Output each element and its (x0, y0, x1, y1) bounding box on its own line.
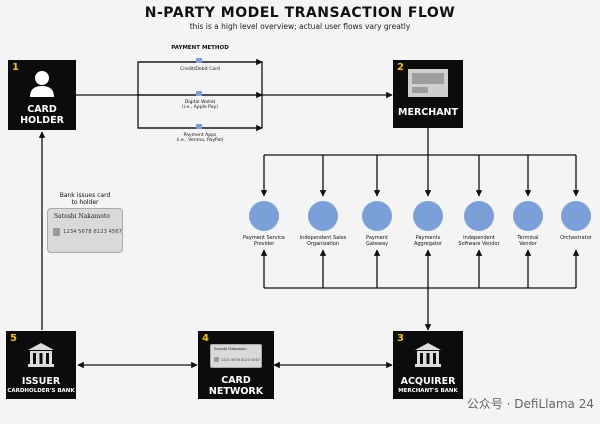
bank-building-icon (415, 343, 441, 367)
network-label-line1: CARD (221, 375, 251, 386)
acquirer-label: ACQUIRER (400, 376, 456, 387)
issuer-label: ISSUER (21, 376, 61, 387)
intermediary-label-line2: Aggregator (413, 241, 443, 247)
cardholder-box: 1 CARD HOLDER (8, 60, 76, 130)
payment-option-apps: Payment Apps (183, 133, 217, 138)
bank-issues-note-line2: to holder (71, 199, 99, 206)
apps-method-marker (196, 124, 202, 129)
watermark: 公众号 · DefiLlama 24 (466, 397, 594, 411)
wallet-method-marker (196, 91, 202, 96)
intermediary-label-line2: Software Vendor (458, 241, 500, 247)
cardholder-label-line2: HOLDER (20, 115, 64, 126)
intermediary-label-line1: Independent Sales (299, 235, 347, 241)
card-network-box: 4 Satoshi Nakamoto 1234 5678 8123 4567 C… (198, 331, 274, 399)
diagram-subtitle: this is a high level overview; actual us… (189, 22, 411, 31)
merchant-label: MERCHANT (398, 107, 458, 118)
person-icon (30, 71, 54, 97)
intermediary-label-line2: Provider (253, 241, 275, 247)
step-number: 4 (202, 333, 209, 344)
intermediary-drop-arrows (260, 155, 580, 197)
intermediary-label-line1: Payments (415, 235, 441, 241)
step-number: 2 (397, 62, 404, 73)
network-label-line2: NETWORK (208, 386, 264, 397)
chip-icon (53, 228, 60, 236)
intermediary-label-line1: Independent (463, 235, 495, 241)
card-number: 1234 5678 8123 4567 (63, 229, 122, 235)
intermediary-label-line2: Vendor (519, 241, 537, 247)
card-holder-name: Satoshi Nakamoto (54, 213, 110, 220)
mini-card-graphic: Satoshi Nakamoto 1234 5678 8123 4567 (210, 344, 262, 368)
bank-issues-note-line1: Bank issues card (59, 192, 111, 199)
payment-option-wallet-example: (i.e., Apple Pay) (181, 105, 219, 110)
intermediary-label-line1: Payment (366, 235, 388, 241)
step-number: 1 (12, 62, 19, 73)
bank-building-icon (28, 343, 54, 367)
payment-option-apps-example: (i.e., Venmo, PayPal) (176, 138, 224, 143)
merchant-box: 2 MERCHANT (393, 60, 463, 128)
credit-card-graphic: Satoshi Nakamoto 1234 5678 8123 4567 (47, 208, 123, 253)
acquirer-sublabel: MERCHANT'S BANK (398, 388, 458, 394)
storefront-window-icon (408, 69, 448, 97)
issuer-box: 5 ISSUER CARDHOLDER'S BANK (6, 331, 76, 399)
intermediary-node (308, 201, 338, 231)
intermediary-label-line1: Terminal (517, 235, 539, 241)
payment-method-heading: PAYMENT METHOD (171, 45, 229, 51)
mini-card-number: 1234 5678 8123 4567 (221, 358, 260, 362)
intermediary-label-line2: Organization (307, 241, 339, 247)
intermediary-node (249, 201, 279, 231)
intermediary-node (513, 201, 543, 231)
payment-option-card: Credit/Debit Card (180, 67, 220, 72)
intermediary-node (464, 201, 494, 231)
card-method-marker (196, 58, 202, 63)
mini-card-holder: Satoshi Nakamoto (214, 347, 247, 351)
chip-icon (214, 357, 219, 362)
issuer-sublabel: CARDHOLDER'S BANK (7, 388, 75, 394)
intermediary-label-line1: Orchestrator (560, 235, 592, 241)
intermediary-node (413, 201, 443, 231)
intermediary-label-line2: Gateway (365, 241, 389, 247)
intermediary-label-line1: Payment Service (243, 235, 285, 241)
intermediary-node (561, 201, 591, 231)
acquirer-box: 3 ACQUIRER MERCHANT'S BANK (393, 331, 463, 399)
step-number: 3 (397, 333, 404, 344)
cardholder-label-line1: CARD (27, 104, 57, 115)
diagram-title: N-PARTY MODEL TRANSACTION FLOW (144, 5, 456, 21)
step-number: 5 (10, 333, 17, 344)
intermediary-node (362, 201, 392, 231)
payment-option-wallet: Digital Wallet (184, 100, 216, 105)
intermediary-nodes (249, 201, 591, 231)
